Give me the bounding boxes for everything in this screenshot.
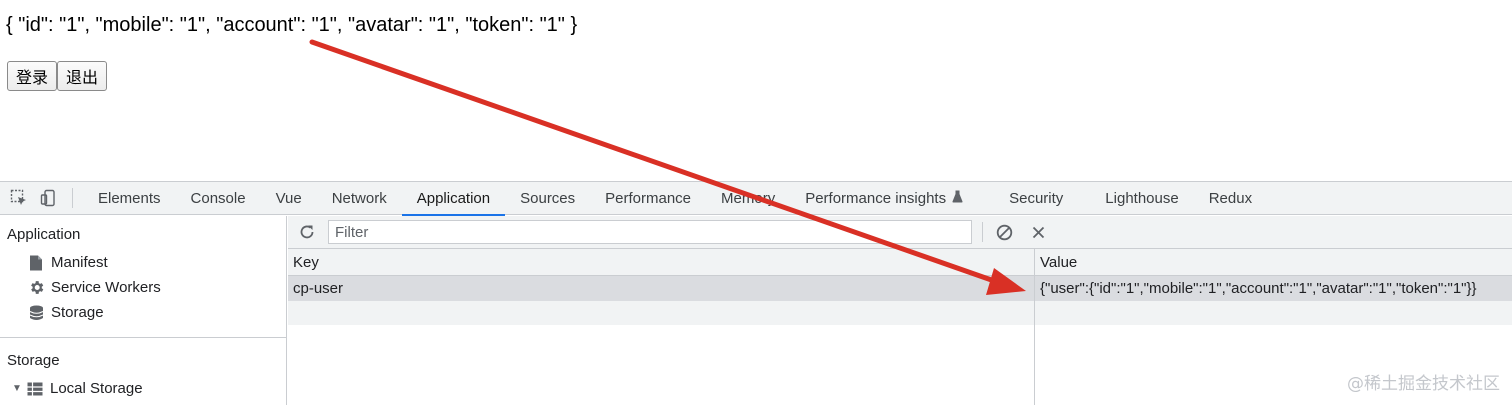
sidebar-item-storage[interactable]: Storage (0, 300, 286, 325)
application-sidebar: Application Manifest Service Workers Sto… (0, 216, 287, 405)
toolbar-divider (982, 222, 983, 242)
tabbar-divider (72, 188, 73, 208)
filter-input[interactable] (328, 220, 972, 244)
database-icon (27, 304, 45, 322)
delete-selected-icon[interactable] (1027, 221, 1049, 243)
tab-network[interactable]: Network (331, 189, 387, 207)
inspect-element-icon[interactable] (8, 187, 30, 209)
tab-console[interactable]: Console (190, 189, 246, 207)
sidebar-item-service-workers[interactable]: Service Workers (0, 275, 286, 300)
user-json-text: { "id": "1", "mobile": "1", "account": "… (6, 14, 578, 36)
sidebar-item-label: Service Workers (51, 279, 161, 296)
sidebar-divider (0, 337, 286, 338)
filler-key-cell (288, 325, 1035, 405)
sidebar-item-label: Manifest (51, 254, 108, 271)
devtools-panel: Elements Console Vue Network Application… (0, 181, 1512, 405)
flask-icon (952, 190, 963, 206)
empty-value-cell (1035, 301, 1512, 325)
sidebar-header-application: Application (7, 225, 81, 243)
sidebar-item-manifest[interactable]: Manifest (0, 250, 286, 275)
tab-application[interactable]: Application (401, 182, 506, 216)
caret-down-icon[interactable]: ▼ (12, 383, 22, 394)
refresh-icon[interactable] (296, 221, 318, 243)
table-icon (26, 380, 44, 398)
table-row-empty[interactable] (288, 301, 1512, 325)
row-key-cell[interactable]: cp-user (288, 276, 1035, 301)
tab-vue[interactable]: Vue (275, 189, 302, 207)
file-icon (27, 254, 45, 272)
clear-all-icon[interactable] (993, 221, 1015, 243)
tab-redux[interactable]: Redux (1208, 189, 1253, 207)
row-value-cell[interactable]: {"user":{"id":"1","mobile":"1","account"… (1040, 280, 1477, 297)
login-button[interactable]: 登录 (7, 61, 58, 91)
device-toolbar-icon[interactable] (38, 187, 60, 209)
button-row: 登录 退出 (7, 61, 108, 91)
tab-elements[interactable]: Elements (98, 189, 161, 207)
sidebar-item-label: Local Storage (50, 380, 143, 397)
tab-sources[interactable]: Sources (520, 189, 576, 207)
tab-performance-insights[interactable]: Performance insights (790, 182, 978, 215)
tab-performance-insights-label: Performance insights (805, 189, 947, 207)
empty-key-cell (288, 301, 1035, 325)
devtools-tabbar: Elements Console Vue Network Application… (0, 182, 1512, 216)
table-row[interactable]: cp-user {"user":{"id":"1","mobile":"1","… (288, 276, 1512, 301)
storage-table: Key Value cp-user {"user":{"id":"1","mob… (288, 249, 1512, 405)
logout-button[interactable]: 退出 (57, 61, 108, 91)
gear-icon (27, 279, 45, 297)
watermark-text: @稀土掘金技术社区 (1347, 374, 1500, 394)
sidebar-item-local-storage[interactable]: ▼ Local Storage (0, 376, 286, 401)
tab-security[interactable]: Security (1009, 189, 1064, 207)
tab-performance[interactable]: Performance (605, 189, 692, 207)
web-page: { "id": "1", "mobile": "1", "account": "… (0, 0, 1512, 181)
tab-lighthouse[interactable]: Lighthouse (1105, 189, 1179, 207)
tab-memory[interactable]: Memory (721, 189, 776, 207)
table-header: Key Value (288, 249, 1512, 276)
sidebar-item-label: Storage (51, 304, 104, 321)
column-header-key[interactable]: Key (288, 249, 1035, 275)
table-filler (288, 325, 1512, 405)
sidebar-header-storage: Storage (7, 351, 60, 369)
storage-toolbar (288, 216, 1512, 249)
column-header-value[interactable]: Value (1040, 253, 1078, 271)
storage-main-panel: Key Value cp-user {"user":{"id":"1","mob… (288, 216, 1512, 405)
